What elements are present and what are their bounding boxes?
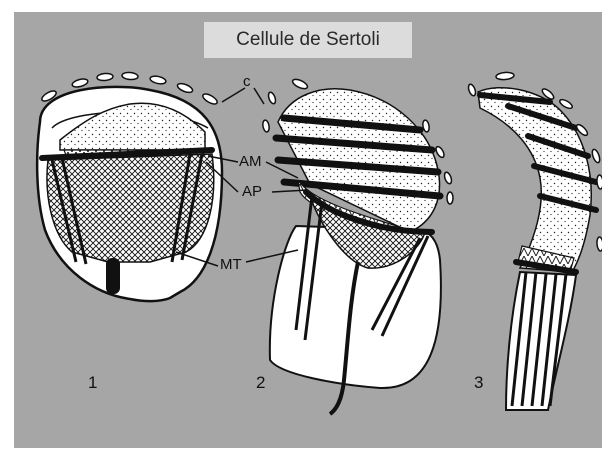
figure-number-3: 3 <box>474 373 483 393</box>
figure-number-2: 2 <box>256 373 265 393</box>
diagram-title: Cellule de Sertoli <box>236 29 380 51</box>
spermatid-2 <box>262 77 453 414</box>
label-am: AM <box>239 153 262 170</box>
label-mt: MT <box>220 256 242 273</box>
label-ap: AP <box>242 183 262 200</box>
title-box: Cellule de Sertoli <box>204 22 412 58</box>
figure-number-1: 1 <box>88 373 97 393</box>
label-c: c <box>243 73 251 90</box>
diagram-panel <box>14 12 602 448</box>
